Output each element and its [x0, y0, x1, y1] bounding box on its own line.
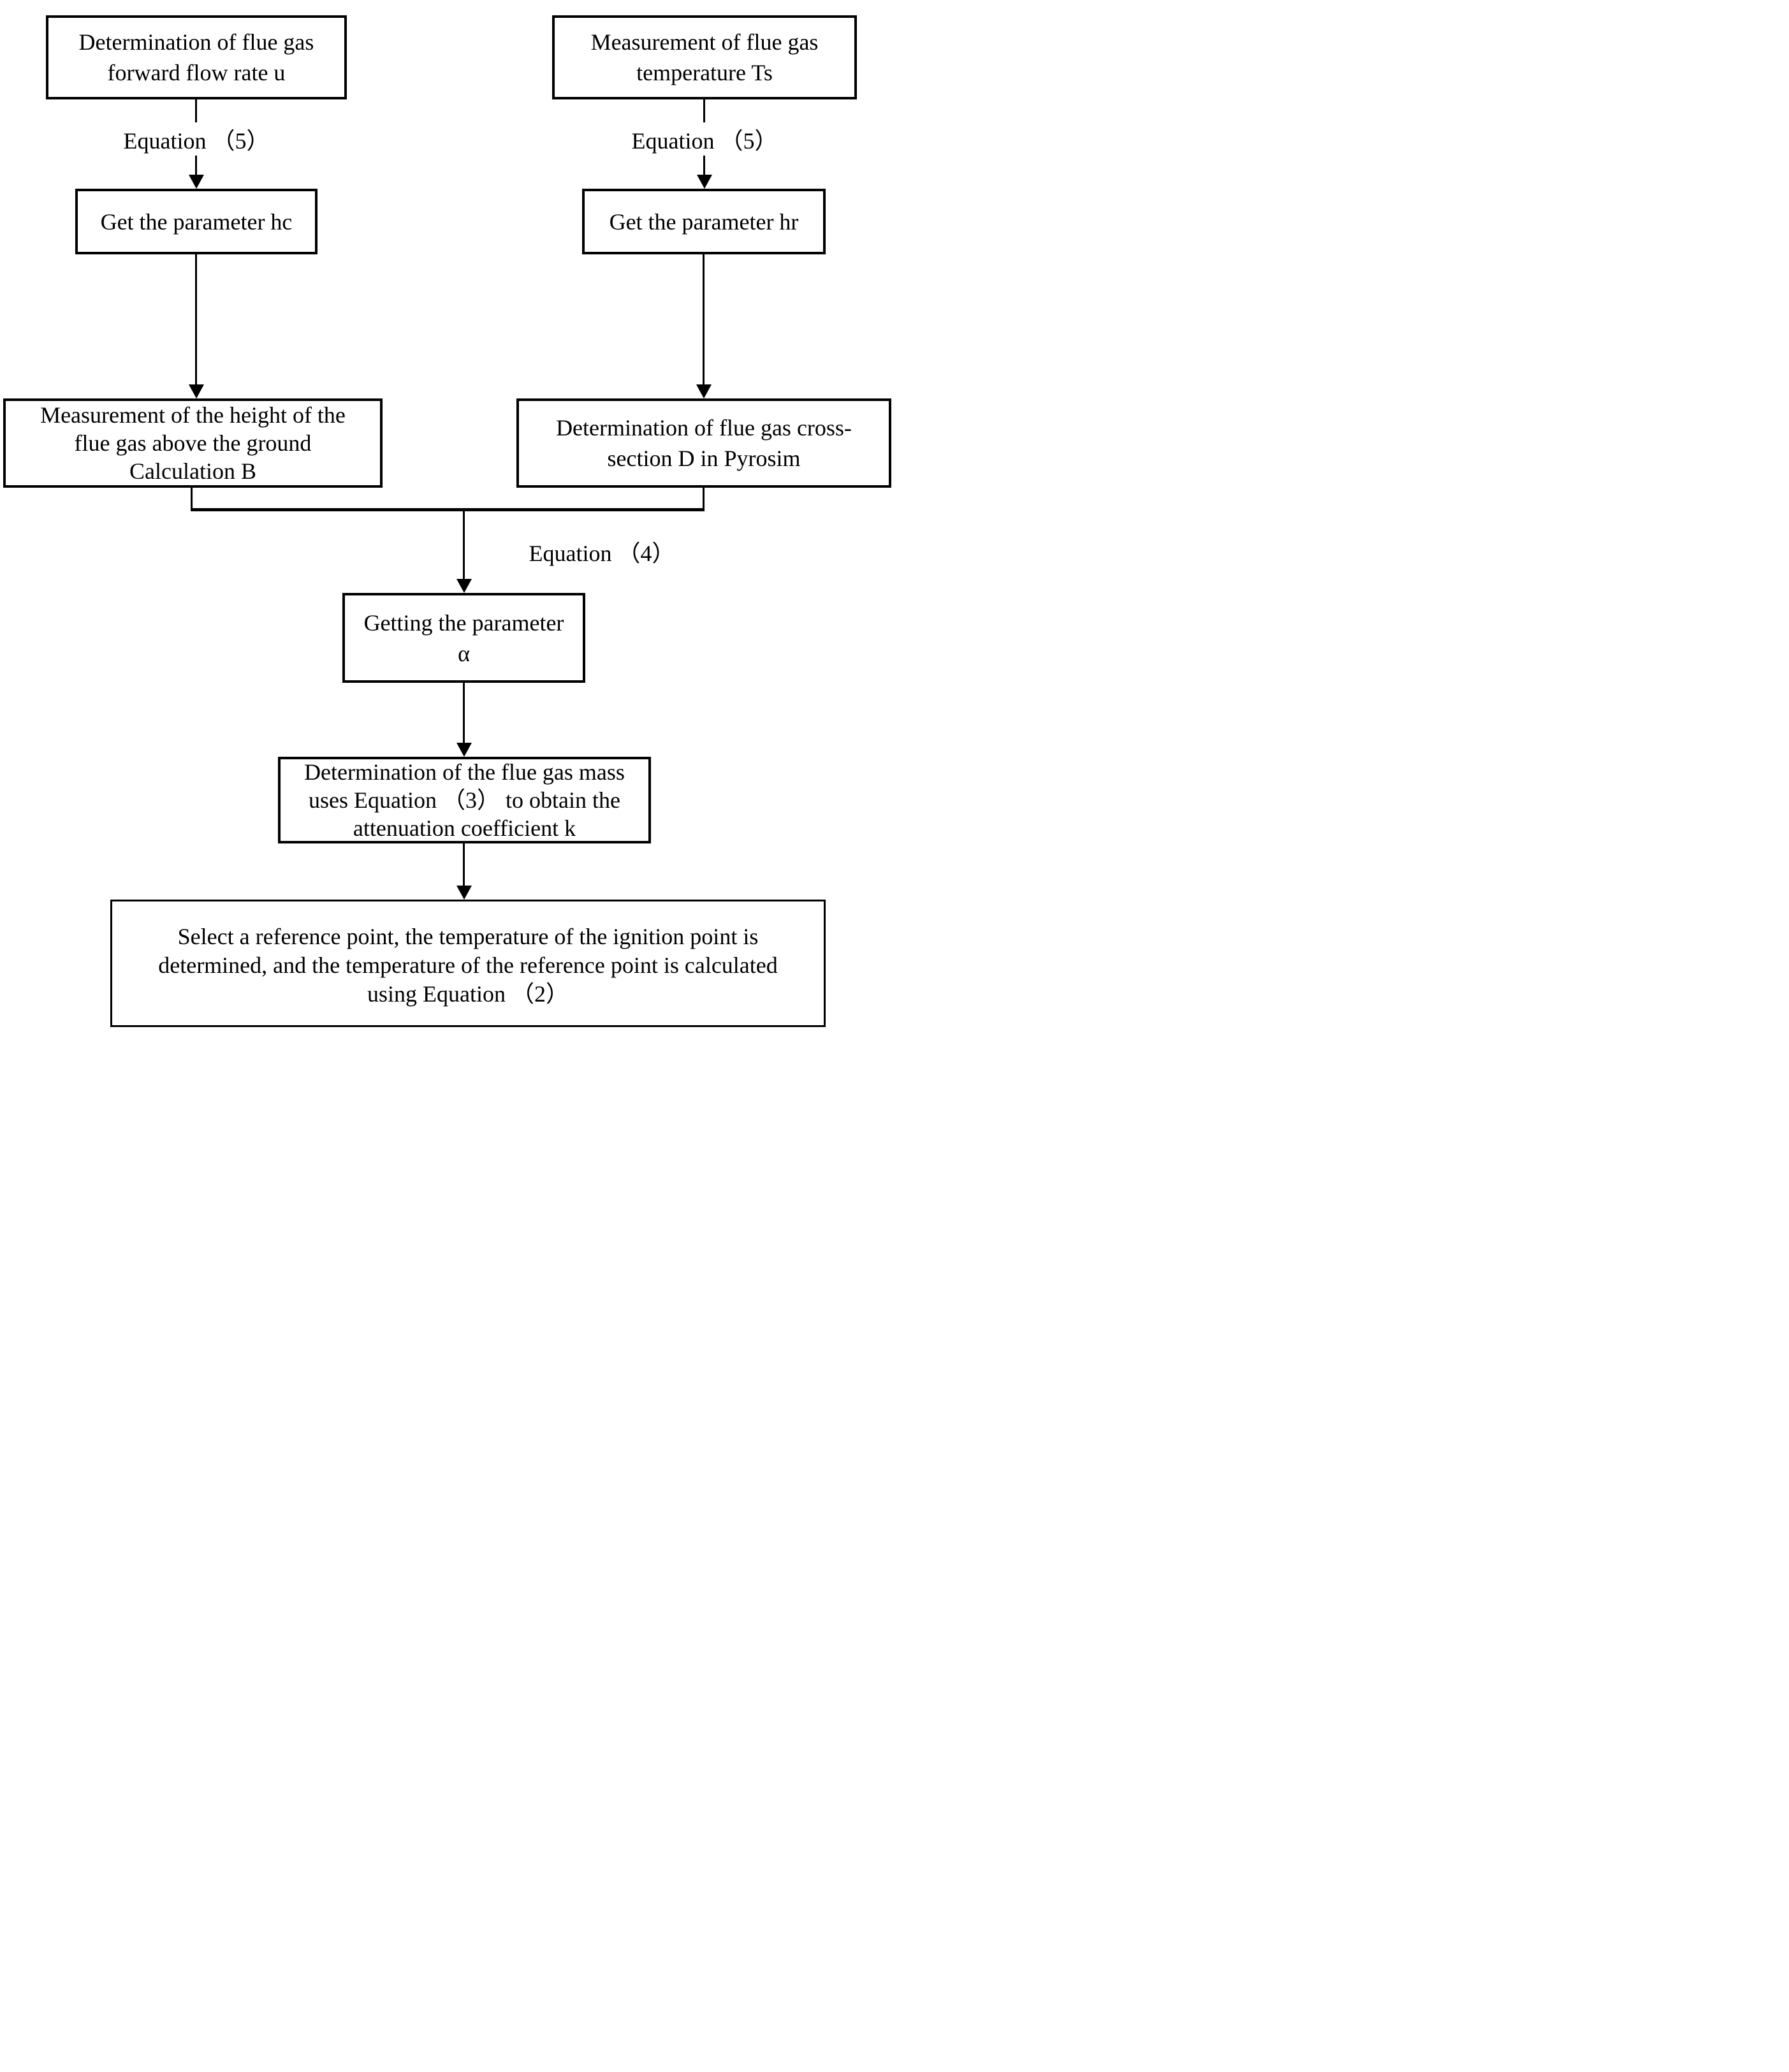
node-text-line: Getting the parameter — [363, 609, 564, 636]
arrowhead-to-mass — [456, 743, 472, 757]
node-cross-section: Determination of flue gas cross- section… — [516, 398, 891, 488]
node-param-alpha: Getting the parameter α — [342, 593, 585, 683]
node-text-line: Calculation B — [129, 458, 256, 484]
connector-merge-to-alpha — [463, 510, 465, 580]
edge-label-equation5-left: Equation （5） — [115, 122, 277, 156]
node-temperature: Measurement of flue gas temperature Ts — [552, 15, 857, 99]
node-reference-point: Select a reference point, the temperatur… — [110, 900, 826, 1027]
node-text-line: temperature Ts — [636, 60, 773, 85]
arrowhead-to-hc — [189, 175, 204, 189]
arrowhead-to-alpha — [456, 579, 472, 593]
node-height-calc: Measurement of the height of the flue ga… — [3, 398, 383, 488]
node-param-hr: Get the parameter hr — [582, 189, 826, 254]
node-text-line: Get the parameter hc — [100, 208, 293, 235]
connector-hc-to-height — [195, 254, 197, 384]
edge-label-equation5-right: Equation （5） — [624, 122, 785, 156]
node-text-line: Determination of flue gas — [78, 29, 314, 55]
connector-mass-to-reference — [463, 843, 465, 887]
node-text-line: determined, and the temperature of the r… — [158, 952, 778, 978]
node-text-line: attenuation coefficient k — [353, 815, 576, 841]
arrowhead-to-cross-section — [696, 384, 712, 398]
node-flow-rate: Determination of flue gas forward flow r… — [46, 15, 347, 99]
edge-label-equation4: Equation （4） — [521, 535, 683, 568]
arrowhead-to-hr — [697, 175, 712, 189]
node-text-line: Measurement of flue gas — [590, 29, 819, 55]
node-text-line: forward flow rate u — [107, 60, 286, 85]
node-text-line: α — [458, 640, 470, 666]
connector-cross-section-to-merge — [703, 488, 705, 510]
node-text-line: flue gas above the ground — [74, 430, 312, 456]
node-param-hc: Get the parameter hc — [75, 189, 318, 254]
connector-alpha-to-mass — [463, 683, 465, 744]
node-text-line: using Equation （2） — [367, 981, 569, 1007]
merge-line — [191, 508, 705, 511]
node-text-line: uses Equation （3） to obtain the — [309, 787, 620, 813]
connector-hr-to-cross-section — [703, 254, 705, 384]
flowchart-canvas: Equation （5） Equation （5） Equation （4） D… — [0, 0, 894, 1036]
node-text-line: Determination of flue gas cross- — [556, 415, 852, 441]
node-text-line: section D in Pyrosim — [607, 446, 801, 471]
arrowhead-to-reference — [456, 886, 472, 900]
node-text-line: Get the parameter hr — [609, 208, 799, 235]
connector-height-to-merge — [191, 488, 193, 510]
arrowhead-to-height — [189, 384, 204, 398]
node-mass-attenuation: Determination of the flue gas mass uses … — [278, 757, 651, 843]
node-text-line: Select a reference point, the temperatur… — [177, 923, 759, 949]
node-text-line: Measurement of the height of the — [40, 402, 346, 428]
node-text-line: Determination of the flue gas mass — [304, 759, 625, 785]
